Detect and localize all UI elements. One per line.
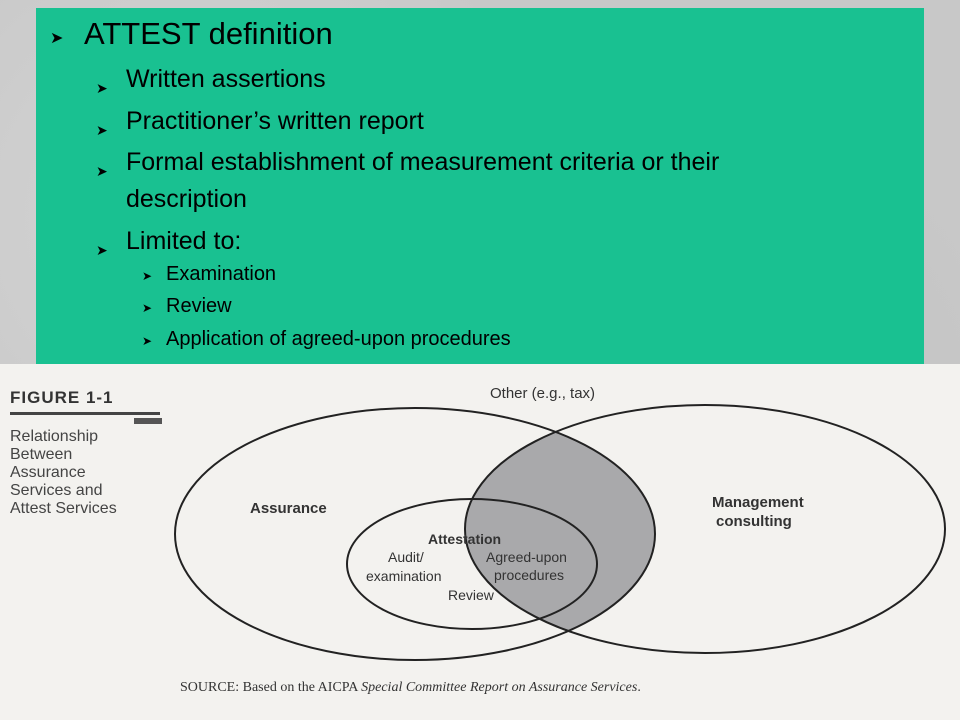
bullet-text: Review <box>166 295 232 317</box>
label-attestation: Attestation <box>428 531 501 547</box>
arrow-bullet-icon: ➤ <box>142 301 153 315</box>
overlap-region <box>465 408 655 653</box>
bullet-text: Written assertions <box>126 65 326 93</box>
bullet-text: Examination <box>166 263 277 285</box>
attestation-ellipse <box>346 498 598 630</box>
sub-bullet-agreed-upon: ➤ Application of agreed-upon procedures <box>142 328 511 351</box>
arrow-bullet-icon: ➤ <box>96 242 108 258</box>
assurance-ellipse <box>174 407 656 661</box>
label-review: Review <box>448 587 495 603</box>
bullet-text: Application of agreed-upon procedures <box>166 328 511 350</box>
caption-line: Between <box>10 446 73 463</box>
figure-label: FIGURE 1-1 <box>10 388 114 407</box>
label-agreed-upon: Agreed-upon <box>486 549 567 565</box>
arrow-bullet-icon: ➤ <box>142 334 153 348</box>
figure-caption: Relationship Between Assurance Services … <box>10 428 170 518</box>
bullet-text: description <box>126 185 247 213</box>
figure-rule <box>10 412 160 415</box>
bullet-written-report: ➤ Practitioner’s written report <box>96 104 424 147</box>
figure-panel: FIGURE 1-1 Relationship Between Assuranc… <box>0 364 960 720</box>
management-ellipse <box>464 404 946 654</box>
bullet-text: ATTEST definition <box>84 16 333 51</box>
label-examination: examination <box>366 568 442 584</box>
bullet-measurement-criteria: ➤ Formal establishment of measurement cr… <box>96 145 719 188</box>
bullet-limited-to: ➤ Limited to: <box>96 224 241 267</box>
label-management: Management <box>712 494 804 511</box>
label-assurance: Assurance <box>250 500 327 517</box>
bullet-written-assertions: ➤ Written assertions <box>96 62 326 105</box>
sub-bullet-examination: ➤ Examination <box>142 263 276 286</box>
arrow-bullet-icon: ➤ <box>142 269 153 283</box>
bullet-text: Practitioner’s written report <box>126 107 424 135</box>
source-title: Special Committee Report on Assurance Se… <box>361 680 638 695</box>
arrow-bullet-icon: ➤ <box>96 163 108 179</box>
bullet-text: Limited to: <box>126 227 242 255</box>
venn-diagram: Other (e.g., tax) Assurance Management c… <box>174 385 946 661</box>
bullet-measurement-criteria-cont: ➤ description <box>96 182 247 225</box>
bullet-attest-definition: ➤ ATTEST definition <box>50 16 333 52</box>
label-consulting: consulting <box>716 513 792 530</box>
label-audit: Audit/ <box>388 549 424 565</box>
figure-rule-accent <box>134 418 162 424</box>
definition-panel <box>36 8 924 364</box>
caption-line: Relationship <box>10 428 99 445</box>
caption-line: Assurance <box>10 464 86 481</box>
label-procedures: procedures <box>494 567 564 583</box>
source-prefix: SOURCE: Based on the AICPA <box>180 680 362 695</box>
arrow-bullet-icon: ➤ <box>96 80 108 96</box>
figure-source: SOURCE: Based on the AICPA Special Commi… <box>180 680 641 696</box>
caption-line: Services and <box>10 482 103 499</box>
arrow-bullet-icon: ➤ <box>96 122 108 138</box>
arrow-bullet-icon: ➤ <box>50 30 64 47</box>
source-suffix: . <box>637 680 641 695</box>
sub-bullet-review: ➤ Review <box>142 295 232 318</box>
label-other: Other (e.g., tax) <box>490 385 595 402</box>
caption-line: Attest Services <box>10 500 117 517</box>
bullet-text: Formal establishment of measurement crit… <box>126 148 720 176</box>
